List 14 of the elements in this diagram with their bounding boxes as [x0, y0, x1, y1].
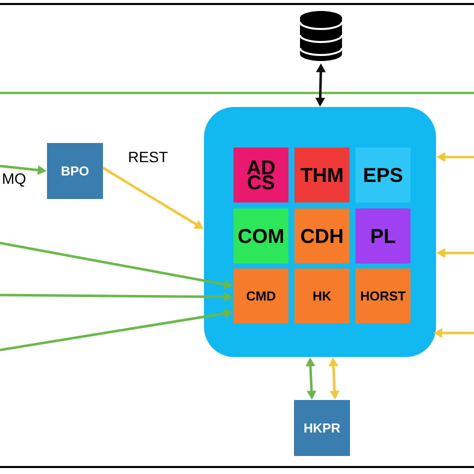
module-tile: EPS [356, 148, 410, 202]
database-icon [299, 11, 343, 61]
edge-label: MQ [0, 172, 28, 188]
module-tile: HORST [356, 268, 410, 324]
module-tile: AD CS [234, 148, 288, 202]
process-box: BPO [47, 143, 103, 199]
process-box: HKPR [294, 400, 350, 456]
module-tile: CMD [234, 268, 288, 324]
module-tile: COM [234, 208, 288, 264]
module-tile: HK [294, 268, 350, 324]
module-tile: THM [294, 148, 350, 202]
module-tile: PL [356, 208, 410, 264]
module-tile: CDH [294, 208, 350, 264]
edge-label: REST [127, 150, 169, 164]
